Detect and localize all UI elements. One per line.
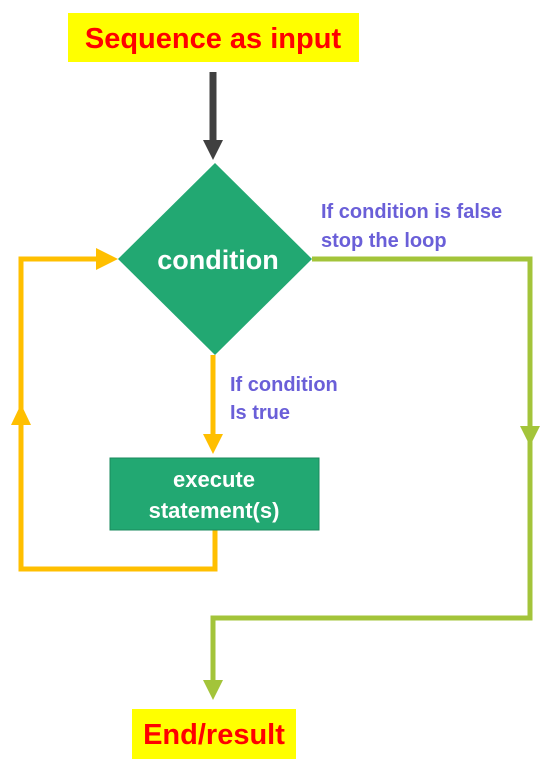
decision-diamond: [118, 163, 312, 355]
false-condition-annotation-line2: stop the loop: [321, 230, 447, 252]
false-condition-annotation-line1: If condition is false: [321, 201, 502, 223]
entry-arrowhead-icon: [203, 140, 223, 160]
loop-back-path: [18, 256, 218, 572]
start-terminal-box: [68, 13, 359, 62]
end-terminal-box: [132, 709, 296, 759]
end-terminal: End/result: [132, 709, 296, 759]
loop-up-arrowhead-icon: [11, 404, 31, 425]
process-box: [109, 457, 320, 531]
process-label-line2: statement(s): [149, 498, 280, 523]
true-branch-arrowhead-icon: [203, 434, 223, 454]
process-node: execute statement(s): [109, 457, 320, 531]
start-terminal-label: Sequence as input: [85, 23, 342, 55]
entry-arrow: [203, 72, 223, 160]
decision-node: condition: [118, 163, 312, 355]
loop-right-arrowhead-icon: [96, 248, 118, 270]
process-label-line1: execute: [173, 467, 255, 492]
false-branch-arrow: [203, 256, 540, 700]
true-condition-annotation-line2: Is true: [230, 402, 290, 424]
decision-label: condition: [157, 245, 278, 275]
true-branch-arrow: [203, 355, 223, 454]
start-terminal: Sequence as input: [68, 13, 359, 62]
exit-arrowhead-icon: [203, 680, 223, 700]
end-terminal-label: End/result: [143, 719, 285, 751]
loop-back-arrow: [11, 248, 218, 572]
true-condition-annotation-line1: If condition: [230, 374, 338, 396]
false-branch-path: [210, 256, 533, 683]
false-down-arrowhead-icon: [520, 426, 540, 446]
